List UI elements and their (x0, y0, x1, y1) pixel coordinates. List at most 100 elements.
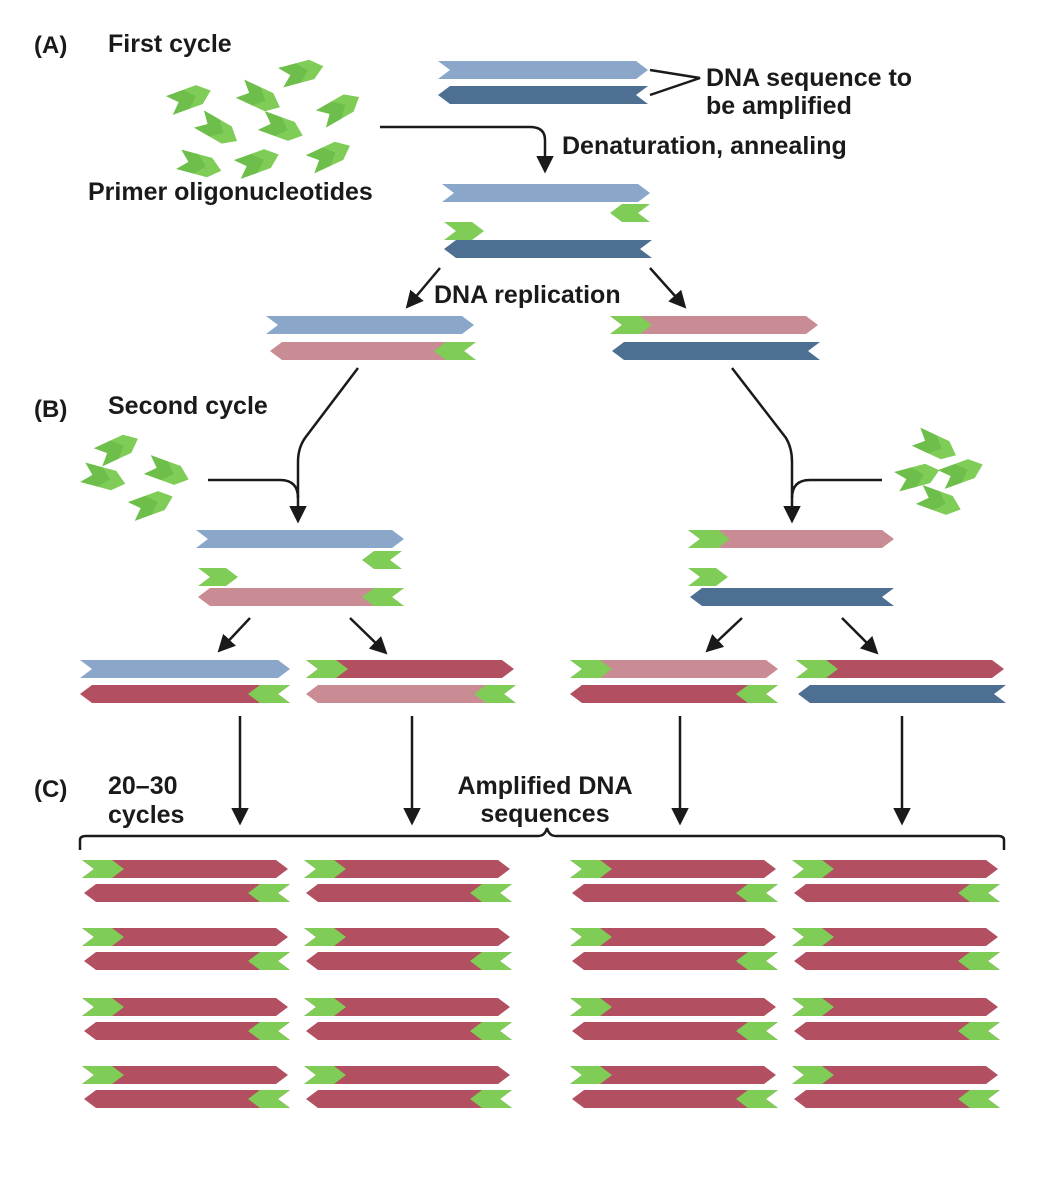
amplified-copy-r1-c1-top-primer (82, 860, 124, 878)
free-primer-b-left-3 (80, 462, 126, 491)
cycle2-product-1-bottom-primer (248, 685, 290, 703)
free-primer-a-5-shape (193, 110, 238, 144)
free-primer-a-8-shape (305, 141, 350, 174)
amplified-copy-r3-c3-bottom-primer (736, 1022, 778, 1040)
free-primer-a-6 (257, 111, 303, 141)
amplified-copy-r1-c1-top (82, 860, 288, 878)
annealed-bottom-strand (444, 240, 652, 258)
amplified-copy-r4-c2-top (304, 1066, 510, 1084)
amplified-copy-r2-c2-top-primer (304, 928, 346, 946)
amplified-copy-r3-c3-top (570, 998, 776, 1016)
cycle2-product-2-top-primer (306, 660, 348, 678)
cycle2-right-primer (688, 568, 728, 586)
cycle2-product-2-top (306, 660, 514, 678)
cycle2-split-right-a (705, 617, 743, 653)
free-primer-a-2-shade (278, 63, 308, 88)
cycle2-left-primer-bottom (198, 568, 238, 586)
free-primer-a-4 (315, 94, 360, 128)
free-primer-b-right-1-shape (911, 427, 956, 460)
amplified-copy-r2-c2-top (304, 928, 510, 946)
amplified-copy-r3-c1-top-primer (82, 998, 124, 1016)
primer-oligonucleotides-label: Primer oligonucleotides (88, 178, 373, 206)
cycle2-right-down-arrow (731, 367, 801, 524)
panel-b-title: Second cycle (108, 392, 268, 420)
free-primer-a-1-shade (165, 89, 196, 115)
amplified-copy-r2-c1-bottom-primer (248, 952, 290, 970)
target-sequence-label-line2: be amplified (706, 92, 852, 120)
amplified-dna-label-line1: Amplified DNA (457, 772, 633, 800)
amplified-copy-r2-c4-top-primer (792, 928, 834, 946)
free-primer-b-left-1-shape (93, 434, 138, 467)
amplified-copy-r2-c1-top-primer (82, 928, 124, 946)
cycle2-split-left-b (349, 617, 388, 655)
amplified-copy-r3-c2-top-primer (304, 998, 346, 1016)
free-primer-a-8-shade (305, 147, 336, 174)
cycle2-right-primer-feed (790, 478, 882, 499)
cycle2-product-1-top (80, 660, 290, 678)
amplified-copy-r1-c4-top (792, 860, 998, 878)
cycle2-split-left-a (217, 617, 251, 653)
amplified-copy-r4-c4-top-primer (792, 1066, 834, 1084)
free-primer-b-right-2-shade (937, 463, 968, 489)
amplified-copy-r4-c2-bottom-primer (470, 1090, 512, 1108)
free-primer-a-6-shape (257, 111, 303, 141)
amplified-copy-r1-c4-bottom-primer (958, 884, 1000, 902)
amplified-copy-r2-c4-bottom-primer (958, 952, 1000, 970)
free-primer-b-right-3 (894, 463, 940, 492)
amplified-copy-r4-c1-bottom (84, 1090, 290, 1108)
target-bracket (649, 68, 701, 97)
amplified-copy-r2-c1-top (82, 928, 288, 946)
free-primer-b-left-3-shape (80, 462, 126, 491)
cycles-count-line1: 20–30 (108, 772, 178, 800)
amplified-copy-r4-c3-bottom (572, 1090, 778, 1108)
dna-replication-label: DNA replication (434, 281, 621, 309)
amplified-copy-r3-c3-top-primer (570, 998, 612, 1016)
free-primer-a-5-shade (193, 110, 224, 137)
cycle2-product-2-bottom-primer (474, 685, 516, 703)
annealed-top-strand (442, 184, 650, 202)
amplified-copy-r2-c2-bottom-primer (470, 952, 512, 970)
free-primer-a-7-shade (233, 153, 264, 179)
cycle2-split-right-b (841, 617, 879, 655)
free-primer-b-right-4 (915, 485, 961, 515)
cycle2-left-down-arrow (289, 367, 359, 524)
amplified-copy-r1-c3-bottom-primer (736, 884, 778, 902)
target-bottom-strand (438, 86, 648, 104)
amplified-copy-r1-c3-top (570, 860, 776, 878)
free-primer-b-right-2 (937, 459, 983, 489)
amplified-copy-r1-c2-top-primer (304, 860, 346, 878)
amplified-copy-r2-c3-bottom (572, 952, 778, 970)
free-primer-a-1 (165, 85, 211, 115)
cycle2-product-4-bottom (798, 685, 1006, 703)
amplified-copy-r4-c4-bottom-primer (958, 1090, 1000, 1108)
amplified-copy-r1-c1-bottom (84, 884, 290, 902)
panel-a-title: First cycle (108, 30, 232, 58)
amplified-copy-r4-c4-top (792, 1066, 998, 1084)
free-primer-b-left-3-shade (80, 462, 110, 487)
free-primer-a-3-shade (235, 79, 266, 106)
amplified-copy-r3-c2-bottom (306, 1022, 512, 1040)
free-primer-b-right-3-shape (894, 463, 940, 492)
cycle2-left-template-top (196, 530, 404, 548)
cycle2-product-3-top (570, 660, 778, 678)
cycle2-left-template-bottom (198, 588, 404, 606)
denaturation-annealing-label: Denaturation, annealing (562, 132, 847, 160)
free-primer-b-left-4 (127, 491, 173, 521)
amplified-copy-r1-c3-top-primer (570, 860, 612, 878)
amplified-brace (78, 827, 1006, 850)
annealed-primer-left (444, 222, 484, 240)
cycle2-product-3-bottom-primer (736, 685, 778, 703)
amplified-copy-r1-c1-bottom-primer (248, 884, 290, 902)
amplified-copy-r3-c4-top-primer (792, 998, 834, 1016)
replication-arrow-left (405, 267, 441, 309)
denaturation-arrow (380, 125, 554, 174)
amplified-copy-r4-c2-top-primer (304, 1066, 346, 1084)
free-primer-b-left-1 (93, 434, 138, 467)
cycle2-left-primer-top (362, 551, 402, 569)
amplified-copy-r3-c3-bottom (572, 1022, 778, 1040)
amplified-dna-label-line2: sequences (480, 800, 610, 828)
free-primer-a-3 (235, 79, 280, 112)
free-primer-a-9-shape (176, 149, 222, 178)
